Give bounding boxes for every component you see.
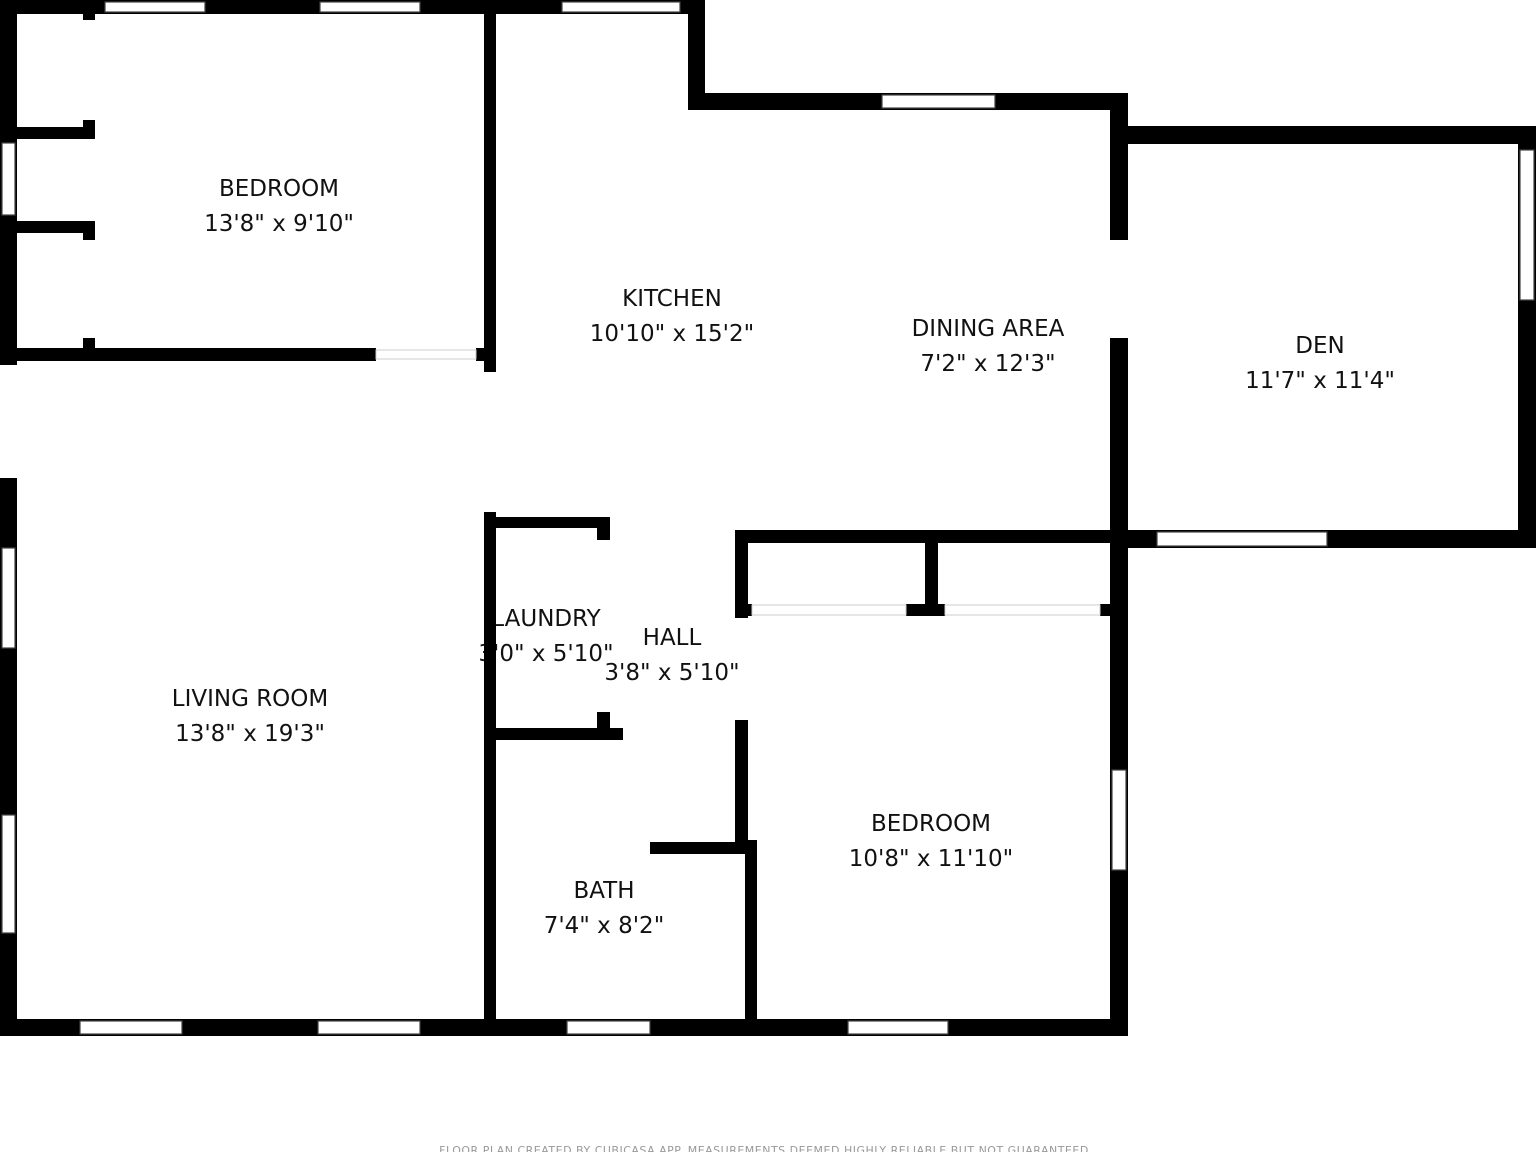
footer-disclaimer: FLOOR PLAN CREATED BY CUBICASA APP. MEAS… [439,1144,1093,1152]
room-size-bedroom-1: 13'8" x 9'10" [204,211,354,237]
room-size-living: 13'8" x 19'3" [175,721,325,747]
room-size-laundry: 3'0" x 5'10" [478,641,613,667]
room-name-laundry: LAUNDRY [491,606,601,632]
room-size-bath: 7'4" x 8'2" [544,913,665,939]
room-name-bath: BATH [573,878,634,904]
room-name-kitchen: KITCHEN [622,286,722,312]
room-size-bedroom-2: 10'8" x 11'10" [849,846,1013,872]
room-name-bedroom-2: BEDROOM [871,811,991,837]
room-labels: BEDROOM 13'8" x 9'10" KITCHEN 10'10" x 1… [172,176,1395,939]
room-name-living: LIVING ROOM [172,686,329,712]
room-name-hall: HALL [643,625,702,651]
room-size-dining: 7'2" x 12'3" [920,351,1055,377]
room-size-kitchen: 10'10" x 15'2" [590,321,754,347]
room-size-hall: 3'8" x 5'10" [604,660,739,686]
windows [1,1,1535,1035]
room-name-bedroom-1: BEDROOM [219,176,339,202]
room-name-den: DEN [1295,333,1344,359]
walls [0,0,1536,1036]
room-name-dining: DINING AREA [912,316,1065,342]
room-size-den: 11'7" x 11'4" [1245,368,1395,394]
